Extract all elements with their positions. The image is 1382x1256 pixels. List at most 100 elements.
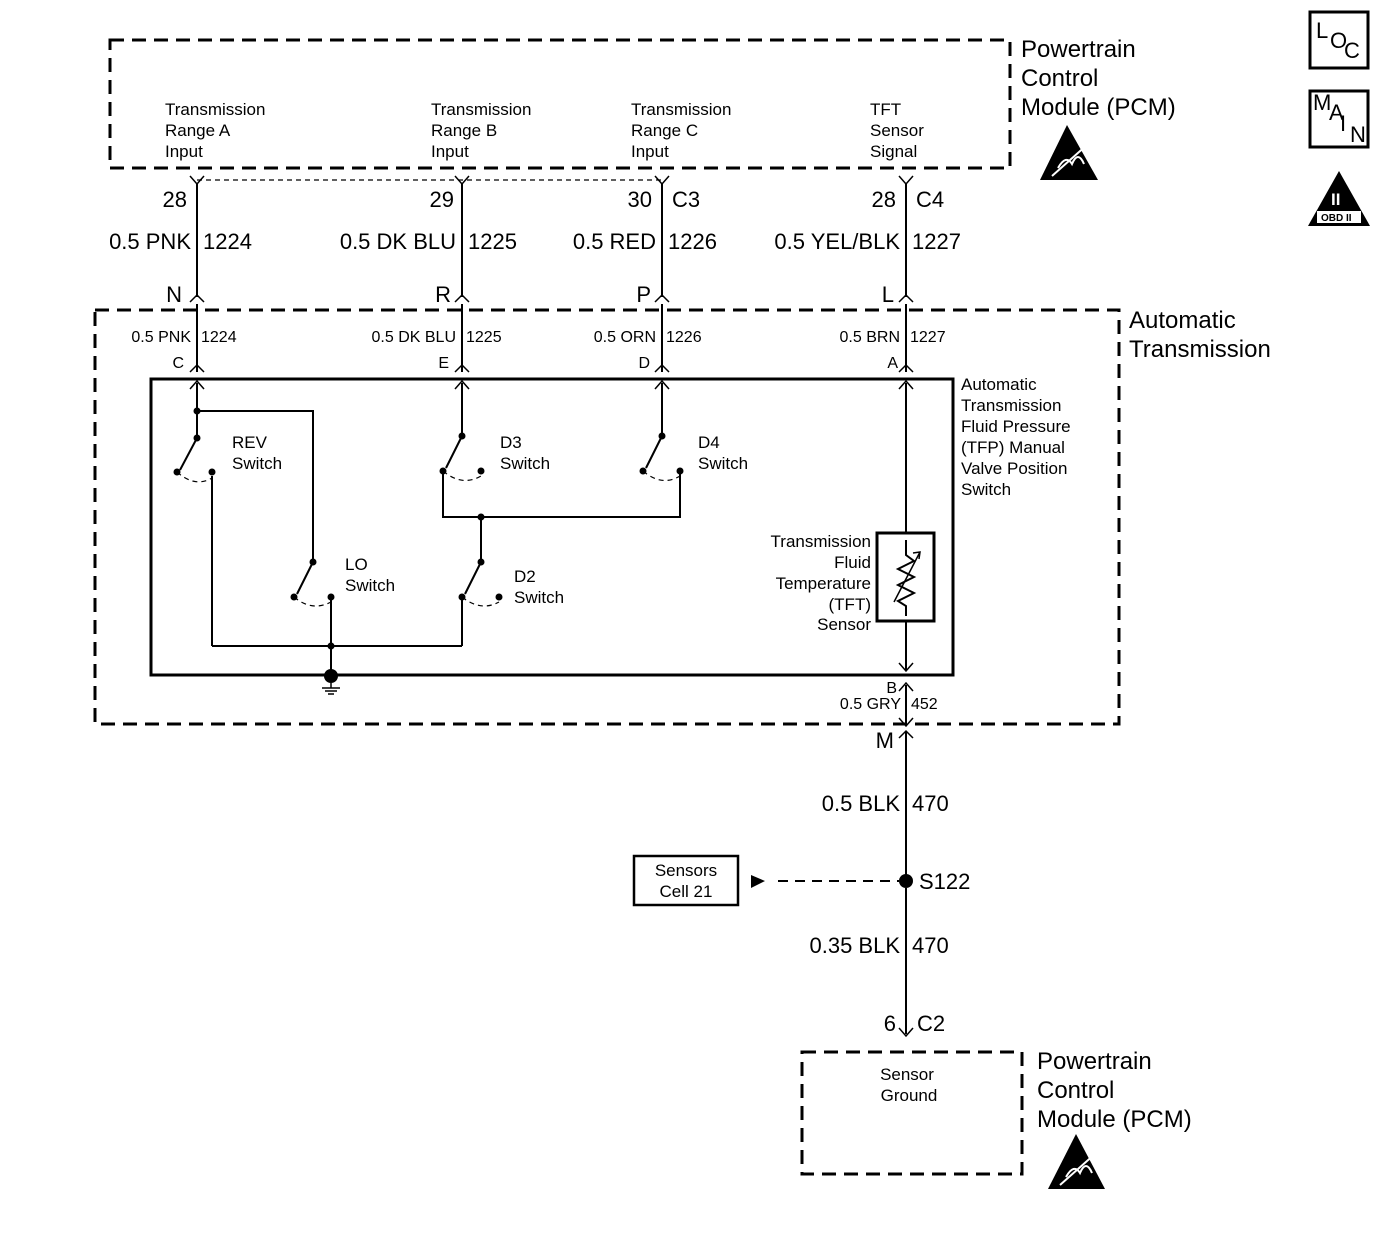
inner-wire-color: 0.5 PNK xyxy=(131,329,191,346)
inner-circuit: 1227 xyxy=(910,329,946,346)
pcm-input-b-3: Input xyxy=(431,142,469,161)
svg-text:C: C xyxy=(1344,38,1360,63)
connector-letter-r: R xyxy=(435,282,451,307)
wire-color-label: 0.5 DK BLU xyxy=(340,229,456,254)
pcm-input-b-2: Range B xyxy=(431,121,497,140)
main-icon[interactable]: M A I N xyxy=(1308,89,1370,149)
inner-circuit: 1226 xyxy=(666,329,702,346)
inner-wire-color: 0.5 BRN xyxy=(840,329,900,346)
tft-sensor[interactable]: Transmission Fluid Temperature (TFT) Sen… xyxy=(771,531,936,634)
tfp-label-3: Fluid Pressure xyxy=(961,417,1071,436)
tft-label-2: Fluid xyxy=(834,553,871,572)
pcm-bottom-box xyxy=(800,1050,1024,1176)
pcm-input-tft-2: Sensor xyxy=(870,121,924,140)
rev-switch-label-1: REV xyxy=(232,433,268,452)
transmission: Automatic Transmission 0.5 PNK 1224 C 0.… xyxy=(93,304,1271,728)
inner-circuit: 452 xyxy=(911,696,938,713)
wire-1227-top[interactable]: 28 C4 0.5 YEL/BLK 1227 L xyxy=(774,175,961,307)
svg-text:L: L xyxy=(1316,18,1328,43)
transmission-title-2: Transmission xyxy=(1129,336,1271,363)
sensors-cell-21-link[interactable]: Sensors Cell 21 xyxy=(632,854,740,907)
connector-c4-label: C4 xyxy=(916,187,944,212)
d4-switch-label-1: D4 xyxy=(698,433,720,452)
transmission-title-1: Automatic xyxy=(1129,307,1236,334)
pin-e-label: E xyxy=(438,355,449,372)
wire-1225-top[interactable]: 29 0.5 DK BLU 1225 R xyxy=(340,175,517,307)
pcm-top-title-2: Control xyxy=(1021,65,1098,92)
svg-text:OBD II: OBD II xyxy=(1321,213,1352,224)
pcm-bottom-input-1: Sensor xyxy=(880,1065,934,1084)
d4-switch[interactable]: D4 Switch xyxy=(639,432,749,482)
rev-switch[interactable]: REV Switch xyxy=(173,433,283,646)
wire-color-label: 0.5 PNK xyxy=(109,229,191,254)
wire-1226-top[interactable]: 30 C3 0.5 RED 1226 P xyxy=(573,175,717,307)
tfp-label-5: Valve Position xyxy=(961,459,1067,478)
lo-switch[interactable]: LO Switch xyxy=(290,555,396,676)
wire-1224-top[interactable]: 28 0.5 PNK 1224 N xyxy=(109,175,252,307)
connector-letter-m: M xyxy=(876,728,894,753)
d3-switch-label-1: D3 xyxy=(500,433,522,452)
tfp-switch-box xyxy=(149,377,955,677)
tft-label-4: (TFT) xyxy=(829,595,871,614)
lower-wiring: M 0.5 BLK 470 S122 Sensors Cell 21 0.35 … xyxy=(632,728,970,1038)
pcm-bottom: Sensor Ground Powertrain Control Module … xyxy=(800,1048,1192,1189)
svg-text:II: II xyxy=(1331,190,1340,209)
tft-label-1: Transmission xyxy=(771,532,871,551)
pin-6-label: 6 xyxy=(884,1011,896,1036)
pcm-top: Powertrain Control Module (PCM) Transmis… xyxy=(108,36,1176,180)
circuit-label: 1224 xyxy=(203,229,252,254)
pcm-input-a-1: Transmission xyxy=(165,100,265,119)
tft-label-5: Sensor xyxy=(817,615,871,634)
splice-label: S122 xyxy=(919,869,970,894)
splice-s122[interactable]: S122 xyxy=(899,869,970,894)
tft-label-3: Temperature xyxy=(776,574,871,593)
inner-wires: 0.5 PNK 1224 C 0.5 DK BLU 1225 E 0.5 ORN… xyxy=(131,304,946,373)
tfp-label-1: Automatic xyxy=(961,375,1037,394)
pcm-top-title-3: Module (PCM) xyxy=(1021,94,1176,121)
inner-wire-color: 0.5 DK BLU xyxy=(372,329,456,346)
pcm-input-tft-3: Signal xyxy=(870,142,917,161)
switch-circuit: REV Switch LO Switch xyxy=(173,383,749,695)
pcm-input-c-2: Range C xyxy=(631,121,698,140)
pcm-bottom-title-1: Powertrain xyxy=(1037,1048,1152,1075)
pcm-bottom-title-3: Module (PCM) xyxy=(1037,1106,1192,1133)
wire-452[interactable]: B 0.5 GRY 452 xyxy=(840,680,938,728)
wire-color-label: 0.35 BLK xyxy=(809,933,900,958)
sensors-ref-2: Cell 21 xyxy=(660,882,713,901)
top-wires: 28 0.5 PNK 1224 N 29 0.5 DK BLU 1225 R 3… xyxy=(109,175,961,307)
d3-switch[interactable]: D3 Switch xyxy=(439,432,551,482)
svg-text:O: O xyxy=(1330,28,1347,53)
wire-color-label: 0.5 YEL/BLK xyxy=(774,229,900,254)
d2-switch-label-1: D2 xyxy=(514,567,536,586)
ground-icon xyxy=(322,669,340,695)
pin-28-label: 28 xyxy=(163,187,187,212)
d3-switch-label-2: Switch xyxy=(500,454,550,473)
wire-470-lower[interactable]: 0.35 BLK 470 6 C2 xyxy=(809,888,949,1038)
svg-text:A: A xyxy=(1329,100,1344,125)
d2-switch[interactable]: D2 Switch xyxy=(458,558,565,647)
transmission-box xyxy=(93,308,1121,726)
lo-switch-label-2: Switch xyxy=(345,576,395,595)
circuit-label: 1225 xyxy=(468,229,517,254)
inner-wire-color: 0.5 GRY xyxy=(840,696,901,713)
obd-ii-icon[interactable]: II OBD II xyxy=(1308,171,1370,226)
pin-a-label: A xyxy=(887,355,898,372)
inner-circuit: 1225 xyxy=(466,329,502,346)
esd-warning-icon xyxy=(1048,1134,1105,1189)
wire-470-upper[interactable]: 0.5 BLK 470 xyxy=(822,732,949,881)
loc-icon[interactable]: L O C xyxy=(1308,10,1370,70)
pcm-input-b-1: Transmission xyxy=(431,100,531,119)
pin-d-label: D xyxy=(638,355,650,372)
pin-28-c4-label: 28 xyxy=(872,187,896,212)
pcm-bottom-title-2: Control xyxy=(1037,1077,1114,1104)
connector-c2-label: C2 xyxy=(917,1011,945,1036)
pcm-input-c-1: Transmission xyxy=(631,100,731,119)
pcm-input-a-2: Range A xyxy=(165,121,231,140)
circuit-label: 1226 xyxy=(668,229,717,254)
pcm-input-a-3: Input xyxy=(165,142,203,161)
rev-switch-label-2: Switch xyxy=(232,454,282,473)
svg-text:N: N xyxy=(1350,122,1366,147)
arrow-left-icon xyxy=(751,875,765,888)
connector-letter-l: L xyxy=(882,282,894,307)
lo-switch-label-1: LO xyxy=(345,555,368,574)
